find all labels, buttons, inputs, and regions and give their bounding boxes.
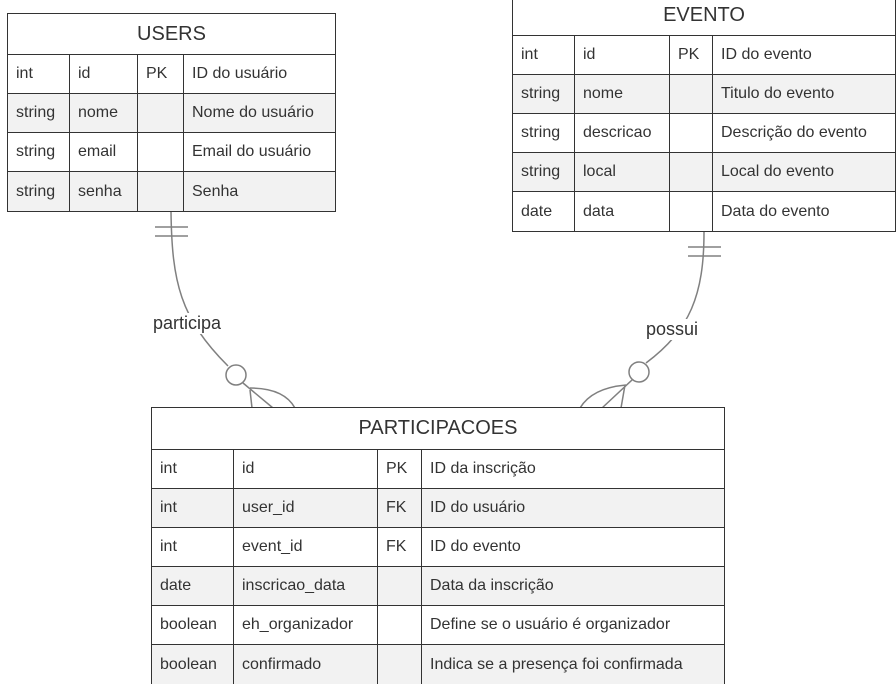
users-id-description-cell: ID do usuário [192,65,288,82]
participacoes-id-type-cell: int [152,450,234,488]
participacoes-confirmado-key-cell [378,645,422,684]
participacoes-inscricao_data-type-cell: date [152,567,234,605]
participacoes-id-description-cell: ID da inscrição [430,460,536,477]
evento-local-description-cell: Local do evento [721,163,834,180]
participacoes-table-title: PARTICIPACOES [152,408,724,450]
users-senha-description-cell: Senha [192,182,239,200]
evento-local-type-cell: string [513,153,575,191]
evento-id-description-cell: ID do evento [721,46,812,63]
users-id-key-cell: PK [138,55,184,93]
participacoes-user_id-key-cell: FK [378,489,422,527]
users-nome-type-cell: string [8,94,70,132]
participacoes-event_id-key-cell: FK [378,528,422,566]
relationship-label-participa: participa [153,313,222,334]
users-nome-name-cell: nome [70,94,138,132]
users-email-type-cell: string [8,133,70,171]
evento-nome-description-cell: Titulo do evento [721,85,835,102]
users-email-description-cell: Email do usuário [192,143,312,160]
participacoes-user_id-description-cell: ID do usuário [430,499,526,516]
evento-local-key-cell [670,153,713,191]
participa-connector [155,211,296,409]
participacoes-confirmado-name-cell: confirmado [234,645,378,684]
participacoes-event_id-type-cell: int [152,528,234,566]
participacoes-confirmado-description-cell: Indica se a presença foi confirmada [430,655,683,673]
users-id-name-cell: id [70,55,138,93]
evento-id-key-cell: PK [670,36,713,74]
evento-id-type-cell: int [513,36,575,74]
participacoes-user_id-type-cell: int [152,489,234,527]
participacoes-inscricao_data-description-cell: Data da inscrição [430,577,554,594]
participacoes-eh_organizador-description-cell: Define se o usuário é organizador [430,616,671,633]
participacoes-inscricao_data-key-cell [378,567,422,605]
users-senha-type-cell: string [8,172,70,211]
relationship-label-possui: possui [646,319,699,340]
evento-nome-type-cell: string [513,75,575,113]
participacoes-confirmado-type-cell: boolean [152,645,234,684]
users-nome-key-cell [138,94,184,132]
participacoes-id-name-cell: id [234,450,378,488]
participacoes-eh_organizador-name-cell: eh_organizador [234,606,378,644]
evento-data-key-cell [670,192,713,231]
users-nome-description-cell: Nome do usuário [192,104,314,121]
users-id-type-cell: int [8,55,70,93]
evento-descricao-description-cell: Descrição do evento [721,124,867,141]
evento-data-type-cell: date [513,192,575,231]
evento-id-name-cell: id [575,36,670,74]
users-email-name-cell: email [70,133,138,171]
users-table-title: USERS [8,14,335,55]
participacoes-eh_organizador-type-cell: boolean [152,606,234,644]
users-email-key-cell [138,133,184,171]
participacoes-eh_organizador-key-cell [378,606,422,644]
evento-nome-name-cell: nome [575,75,670,113]
evento-nome-key-cell [670,75,713,113]
evento-descricao-type-cell: string [513,114,575,152]
possui-connector [579,231,721,409]
participacoes-user_id-name-cell: user_id [234,489,378,527]
evento-local-name-cell: local [575,153,670,191]
participacoes-event_id-name-cell: event_id [234,528,378,566]
evento-data-description-cell: Data do evento [721,202,830,220]
users-senha-key-cell [138,172,184,211]
evento-descricao-key-cell [670,114,713,152]
evento-descricao-name-cell: descricao [575,114,670,152]
participacoes-id-key-cell: PK [378,450,422,488]
evento-data-name-cell: data [575,192,670,231]
participacoes-event_id-description-cell: ID do evento [430,538,521,555]
users-senha-name-cell: senha [70,172,138,211]
participacoes-inscricao_data-name-cell: inscricao_data [234,567,378,605]
evento-table-title: EVENTO [513,0,895,36]
